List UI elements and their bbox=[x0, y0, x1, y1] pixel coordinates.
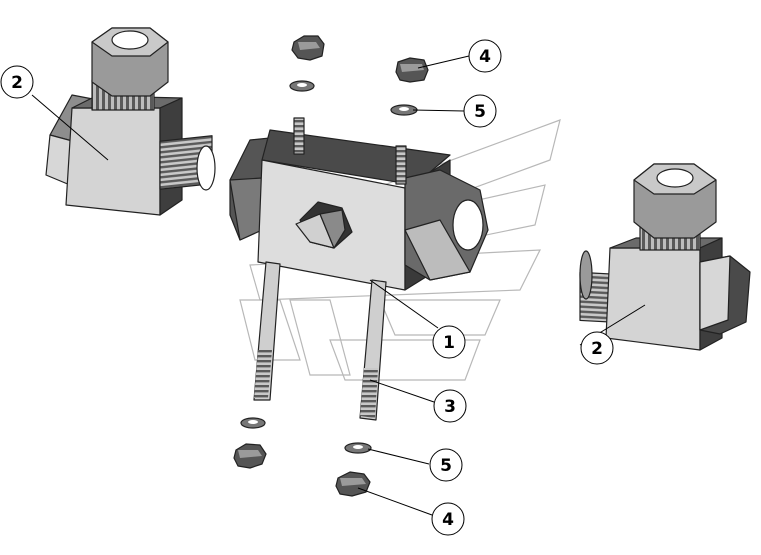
callout-4-top: 4 bbox=[468, 39, 502, 73]
callout-label: 5 bbox=[440, 456, 452, 476]
nut-top-left bbox=[291, 35, 325, 61]
callout-2-right: 2 bbox=[580, 331, 614, 365]
elbow-fitting-right bbox=[579, 163, 751, 351]
callout-5-top: 5 bbox=[463, 94, 497, 128]
nut-bottom-left bbox=[233, 443, 267, 469]
stud-top-left bbox=[293, 117, 305, 155]
stud-bottom-right bbox=[359, 279, 387, 421]
washer-top-left bbox=[289, 80, 315, 92]
stud-top-right bbox=[395, 145, 407, 185]
washer-bottom-right bbox=[344, 442, 372, 454]
callout-label: 2 bbox=[591, 339, 603, 359]
elbow-fitting-left bbox=[45, 27, 216, 216]
callout-3: 3 bbox=[433, 389, 467, 423]
stud-bottom-left bbox=[253, 261, 281, 401]
callout-label: 4 bbox=[479, 47, 491, 67]
callout-5-bottom: 5 bbox=[429, 448, 463, 482]
nut-top-right bbox=[395, 57, 429, 83]
callout-label: 3 bbox=[444, 397, 456, 417]
callout-label: 2 bbox=[11, 73, 23, 93]
callout-label: 5 bbox=[474, 102, 486, 122]
callout-4-bottom: 4 bbox=[431, 502, 465, 536]
washer-bottom-left bbox=[240, 417, 266, 429]
callout-label: 1 bbox=[443, 333, 455, 353]
callout-label: 4 bbox=[442, 510, 454, 530]
nut-bottom-right bbox=[335, 471, 371, 497]
callout-2-left: 2 bbox=[0, 65, 34, 99]
callout-1: 1 bbox=[432, 325, 466, 359]
